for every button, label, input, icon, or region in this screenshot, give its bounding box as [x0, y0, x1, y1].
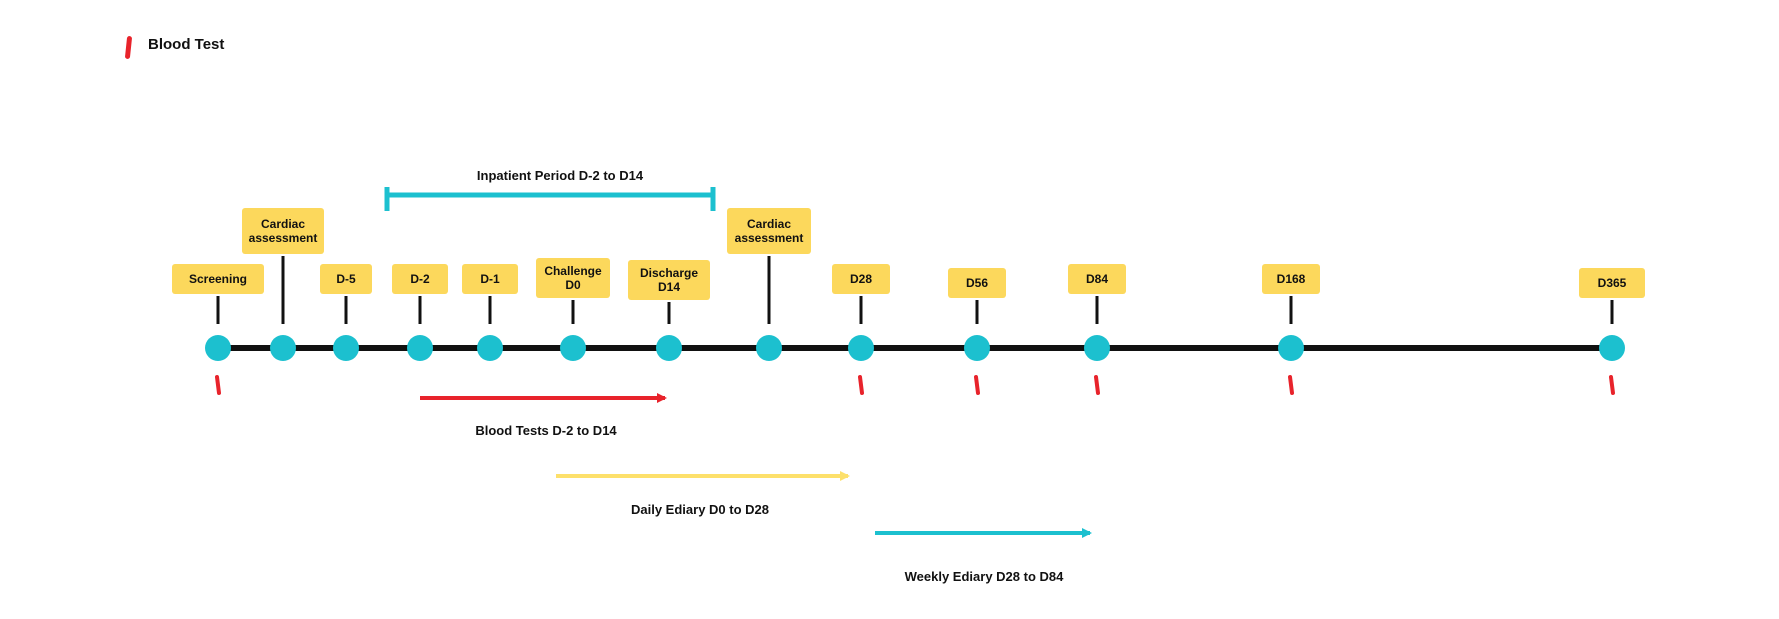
event-label: D84	[1068, 264, 1126, 294]
event-label: D-2	[392, 264, 448, 294]
event-label-line: D-1	[480, 272, 500, 286]
event-label-line: Challenge	[544, 264, 602, 278]
blood-test-mark	[1609, 375, 1615, 395]
event-label-line: D84	[1085, 272, 1108, 286]
timeline-node	[270, 335, 296, 361]
blood-tests-period-label: Blood Tests D-2 to D14	[475, 423, 617, 438]
event-label-line: Cardiac	[260, 217, 306, 231]
timeline-node	[756, 335, 782, 361]
blood-test-mark	[215, 375, 221, 395]
event-label: D56	[948, 268, 1006, 298]
timeline-node	[477, 335, 503, 361]
event-label-line: D0	[565, 278, 581, 292]
event-label: D28	[832, 264, 890, 294]
timeline-node	[1599, 335, 1625, 361]
event-label-line: Discharge	[639, 266, 699, 280]
event-label-line: D168	[1276, 272, 1306, 286]
timeline-node	[407, 335, 433, 361]
event-label-line: D28	[849, 272, 872, 286]
timeline-node	[964, 335, 990, 361]
timeline-node	[656, 335, 682, 361]
timeline-node	[333, 335, 359, 361]
event-label-line: D14	[657, 280, 680, 294]
weekly-ediary-period-label: Weekly Ediary D28 to D84	[904, 569, 1064, 584]
blood-test-mark	[1094, 375, 1100, 395]
timeline-node	[1278, 335, 1304, 361]
blood-test-mark	[1288, 375, 1294, 395]
event-label-line: D-5	[336, 272, 356, 286]
event-label: D-5	[320, 264, 372, 294]
event-label: D168	[1262, 264, 1320, 294]
event-label: D365	[1579, 268, 1645, 298]
daily-ediary-period-label: Daily Ediary D0 to D28	[631, 502, 769, 517]
event-label: D-1	[462, 264, 518, 294]
timeline-node	[1084, 335, 1110, 361]
event-label-line: assessment	[248, 231, 318, 245]
event-label-line: Cardiac	[746, 217, 792, 231]
legend-label: Blood Test	[148, 36, 225, 53]
inpatient-period-label: Inpatient Period D-2 to D14	[476, 168, 644, 183]
event-label-line: D56	[965, 276, 988, 290]
timeline-node	[848, 335, 874, 361]
timeline-node	[560, 335, 586, 361]
blood-test-mark	[974, 375, 980, 395]
event-label-line: Screening	[188, 272, 248, 286]
event-label-line: D-2	[410, 272, 430, 286]
event-label-line: D365	[1597, 276, 1627, 290]
blood-test-mark	[858, 375, 864, 395]
event-label: Screening	[172, 264, 264, 294]
event-label-line: assessment	[734, 231, 804, 245]
timeline-node	[205, 335, 231, 361]
